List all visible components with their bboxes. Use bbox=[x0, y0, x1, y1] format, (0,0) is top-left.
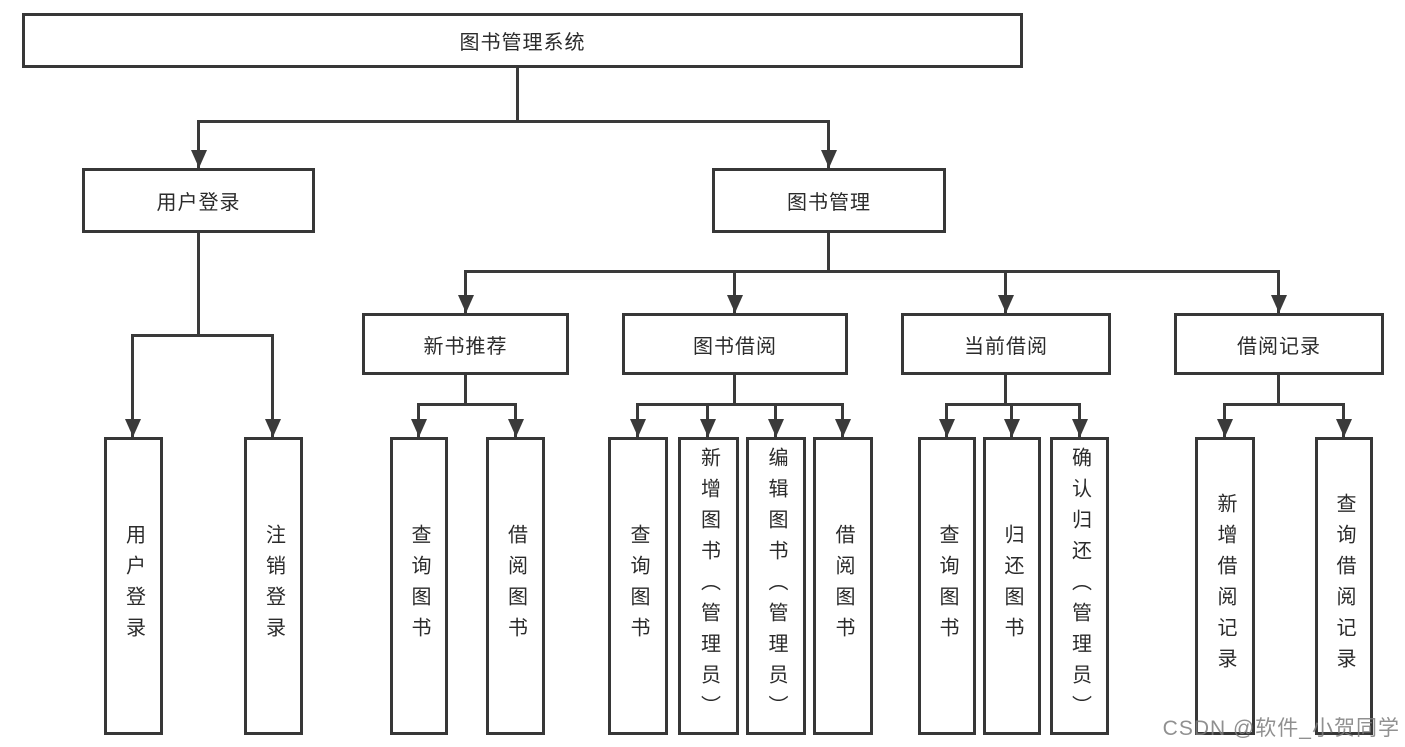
node-label: 查询借阅记录 bbox=[1333, 493, 1355, 679]
node-leaf-add-borrow-record: 新增借阅记录 bbox=[1195, 437, 1255, 735]
node-leaf-query-books-3: 查询图书 bbox=[918, 437, 976, 735]
edge-arrow-borrow-records-child-1 bbox=[1223, 403, 1226, 437]
node-book-borrow: 图书借阅 bbox=[622, 313, 848, 375]
edge-root-bar bbox=[197, 120, 830, 123]
edge-arrow-book-borrow-child-3 bbox=[774, 403, 777, 437]
csdn-watermark: CSDN @软件_小贺同学 bbox=[1162, 717, 1400, 740]
edge-arrow-borrow-records-child-2 bbox=[1342, 403, 1345, 437]
edge-arrow-new-book-child-2 bbox=[514, 403, 517, 437]
node-user-login: 用户登录 bbox=[82, 168, 315, 233]
node-borrow-records: 借阅记录 bbox=[1174, 313, 1384, 375]
edge-borrow-records-bar bbox=[1223, 403, 1345, 406]
node-label: 查询图书 bbox=[627, 524, 649, 648]
node-label: 新增借阅记录 bbox=[1214, 493, 1236, 679]
node-leaf-edit-books-admin: 编辑图书（管理员） bbox=[746, 437, 806, 735]
edge-arrow-book-borrow-child-4 bbox=[841, 403, 844, 437]
node-leaf-borrow-books-2: 借阅图书 bbox=[813, 437, 873, 735]
node-leaf-borrow-books-1: 借阅图书 bbox=[486, 437, 545, 735]
node-library-management-system: 图书管理系统 bbox=[22, 13, 1023, 68]
node-label: 新增图书（管理员） bbox=[697, 446, 720, 726]
node-label: 查询图书 bbox=[936, 524, 958, 648]
node-label: 归还图书 bbox=[1001, 524, 1023, 648]
edge-arrow-current-borrow-child-1 bbox=[945, 403, 948, 437]
edge-book-mgmt-stem bbox=[827, 233, 830, 273]
edge-arrow-to-new-book-recommend bbox=[464, 270, 467, 313]
edge-new-book-bar bbox=[417, 403, 517, 406]
node-label: 查询图书 bbox=[408, 524, 430, 648]
edge-borrow-records-stem bbox=[1277, 375, 1280, 406]
node-leaf-query-books-1: 查询图书 bbox=[390, 437, 448, 735]
node-current-borrow: 当前借阅 bbox=[901, 313, 1111, 375]
edge-current-borrow-stem bbox=[1004, 375, 1007, 406]
edge-root-stem bbox=[516, 68, 519, 122]
edge-arrow-to-book-management bbox=[827, 120, 830, 168]
node-label: 借阅图书 bbox=[832, 524, 854, 648]
node-new-book-recommend: 新书推荐 bbox=[362, 313, 569, 375]
node-leaf-confirm-return-admin: 确认归还（管理员） bbox=[1050, 437, 1109, 735]
node-label: 注销登录 bbox=[262, 524, 285, 648]
node-leaf-logout: 注销登录 bbox=[244, 437, 303, 735]
edge-arrow-to-leaf-user-login bbox=[131, 334, 134, 437]
node-leaf-add-books-admin: 新增图书（管理员） bbox=[678, 437, 739, 735]
node-leaf-return-books: 归还图书 bbox=[983, 437, 1041, 735]
node-leaf-user-login: 用户登录 bbox=[104, 437, 163, 735]
edge-book-borrow-stem bbox=[733, 375, 736, 406]
edge-arrow-to-current-borrow bbox=[1004, 270, 1007, 313]
node-label: 借阅图书 bbox=[504, 524, 527, 648]
node-leaf-query-borrow-record: 查询借阅记录 bbox=[1315, 437, 1373, 735]
edge-arrow-book-borrow-child-1 bbox=[636, 403, 639, 437]
node-book-management: 图书管理 bbox=[712, 168, 946, 233]
edge-arrow-current-borrow-child-2 bbox=[1010, 403, 1013, 437]
edge-arrow-to-borrow-records bbox=[1277, 270, 1280, 313]
edge-book-borrow-bar bbox=[636, 403, 844, 406]
edge-user-login-stem bbox=[197, 233, 200, 336]
edge-arrow-to-user-login bbox=[197, 120, 200, 168]
edge-arrow-new-book-child-1 bbox=[417, 403, 420, 437]
edge-current-borrow-bar bbox=[945, 403, 1081, 406]
edge-arrow-book-borrow-child-2 bbox=[706, 403, 709, 437]
edge-arrow-to-leaf-logout bbox=[271, 334, 274, 437]
edge-book-mgmt-bar bbox=[464, 270, 1280, 273]
node-leaf-query-books-2: 查询图书 bbox=[608, 437, 668, 735]
edge-new-book-stem bbox=[464, 375, 467, 406]
edge-arrow-to-book-borrow bbox=[733, 270, 736, 313]
node-label: 编辑图书（管理员） bbox=[765, 446, 787, 726]
edge-user-login-bar bbox=[131, 334, 274, 337]
edge-arrow-current-borrow-child-3 bbox=[1078, 403, 1081, 437]
node-label: 用户登录 bbox=[122, 524, 145, 648]
node-label: 确认归还（管理员） bbox=[1068, 446, 1091, 726]
